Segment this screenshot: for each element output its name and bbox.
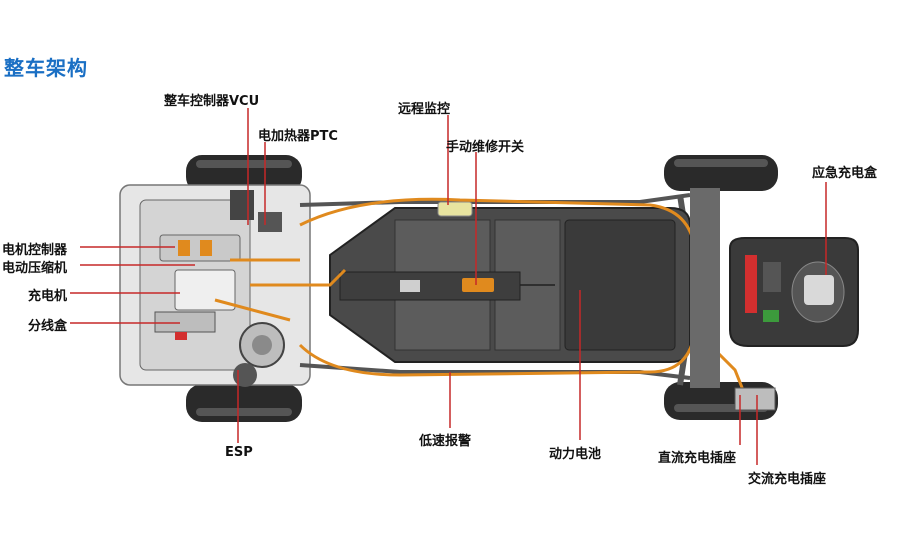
label-junction-box: 分线盒 xyxy=(28,319,68,334)
label-dc-socket: 直流充电插座 xyxy=(658,451,737,466)
label-charger: 充电机 xyxy=(28,289,68,304)
label-emergency-box: 应急充电盒 xyxy=(812,166,878,181)
label-power-battery: 动力电池 xyxy=(549,447,602,462)
label-vcu: 整车控制器VCU xyxy=(164,94,260,109)
leader-lines xyxy=(70,108,827,465)
front-compartment xyxy=(119,184,311,387)
rear-axle xyxy=(690,188,776,411)
label-ptc: 电加热器PTC xyxy=(258,129,338,144)
label-ac-socket: 交流充电插座 xyxy=(748,472,827,487)
tire-rear-left xyxy=(664,155,778,191)
label-low-speed-alarm: 低速报警 xyxy=(419,434,472,449)
tire-front-right xyxy=(186,384,302,422)
page-title: 整车架构 xyxy=(4,56,88,80)
tire-front-left xyxy=(186,155,302,193)
emergency-charging-box xyxy=(729,237,859,347)
label-compressor: 电动压缩机 xyxy=(2,261,68,276)
label-remote-monitor: 远程监控 xyxy=(398,102,451,117)
battery-pack xyxy=(329,201,691,363)
label-motor-controller: 电机控制器 xyxy=(2,243,68,258)
label-esp: ESP xyxy=(225,445,253,460)
label-manual-switch: 手动维修开关 xyxy=(446,140,525,155)
